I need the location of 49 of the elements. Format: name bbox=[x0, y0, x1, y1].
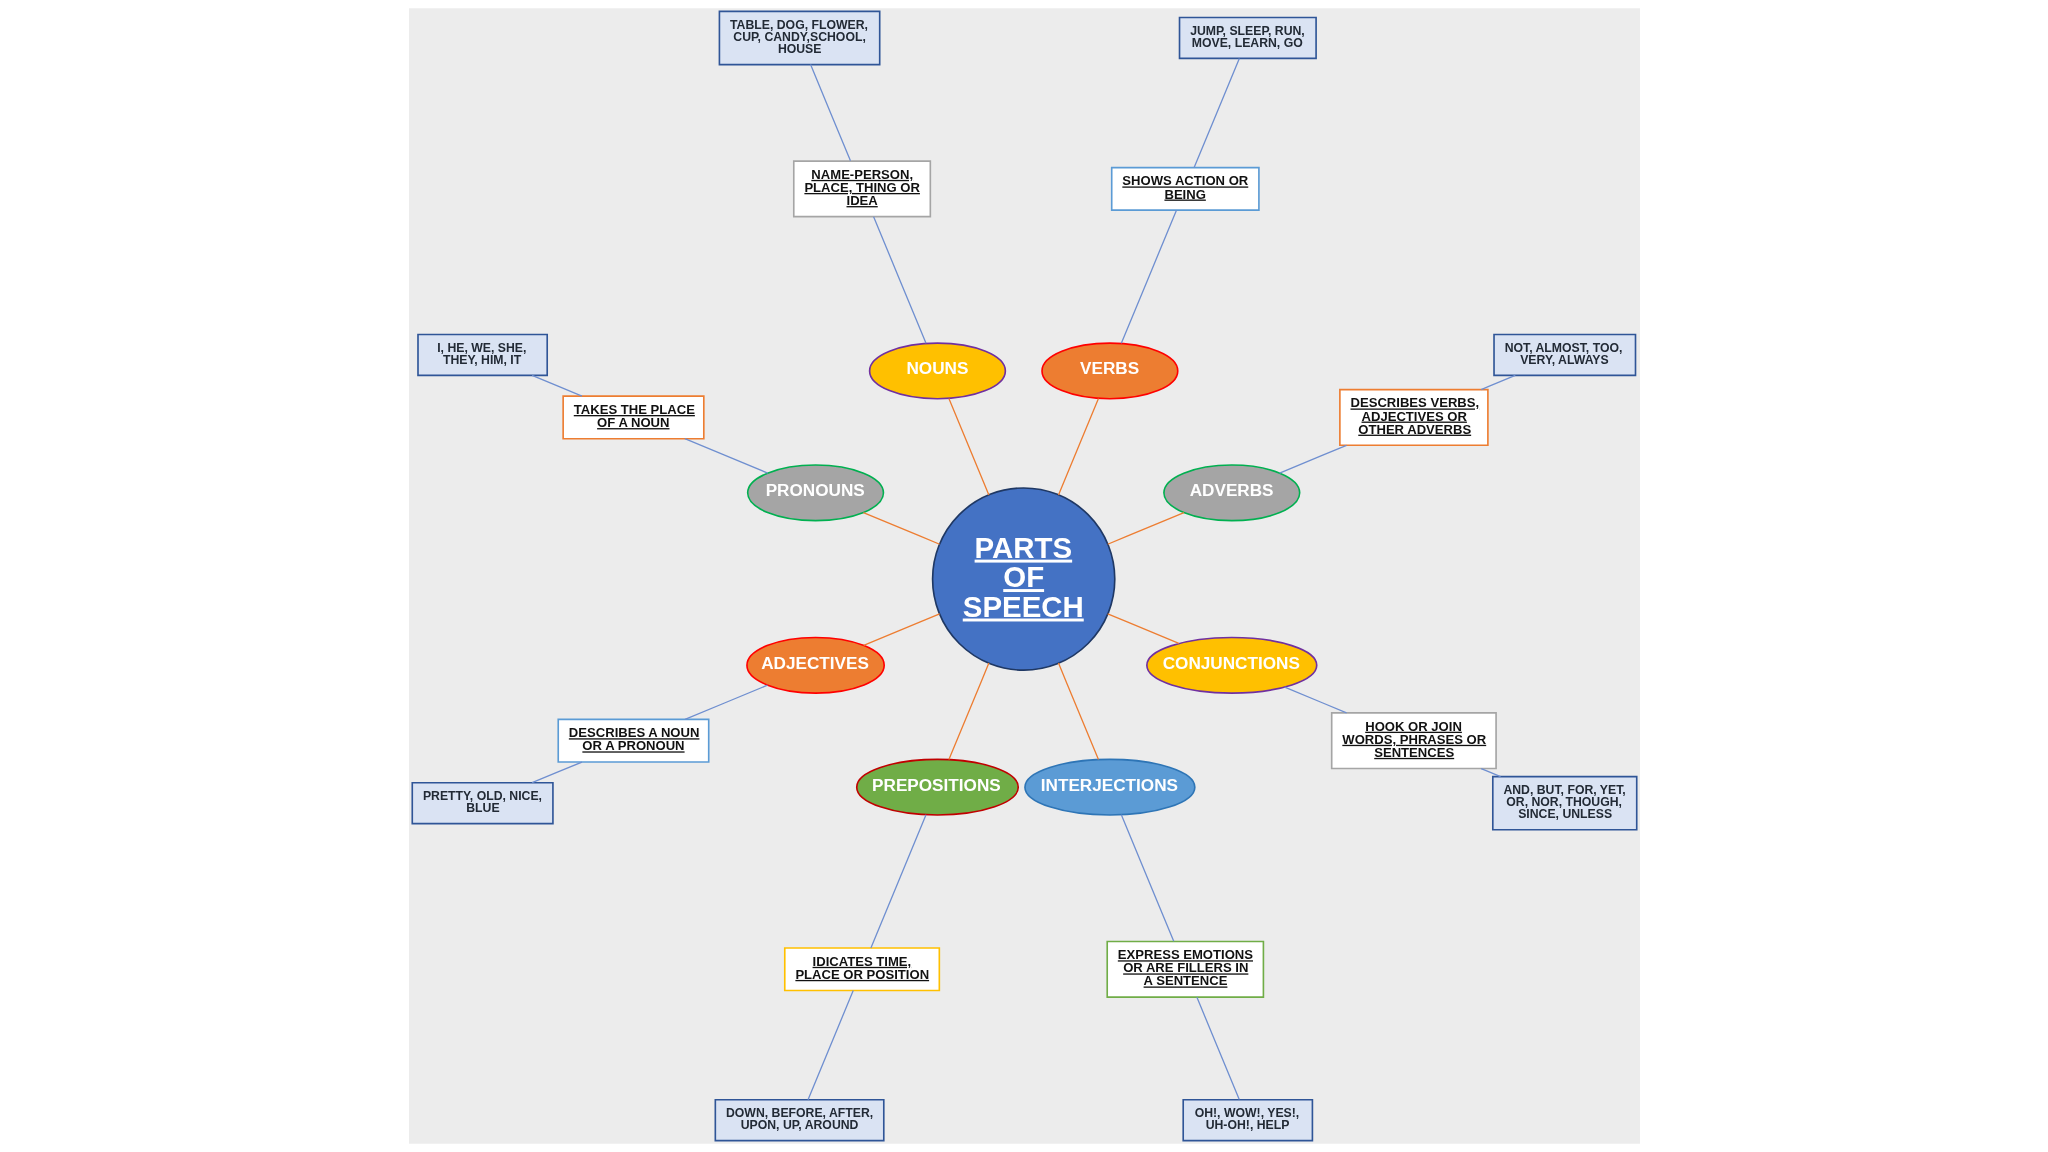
node-box: TABLE, DOG, FLOWER, CUP, CANDY,SCHOOL, HOUSE bbox=[718, 10, 881, 66]
node-box: OH!, WOW!, YES!, UH-OH!, HELP bbox=[1181, 1098, 1313, 1142]
connector bbox=[1195, 996, 1240, 1101]
connector bbox=[872, 216, 927, 344]
node-box: NAME-PERSON, PLACE, THING OR IDEA bbox=[792, 160, 931, 218]
node-box: HOOK OR JOIN WORDS, PHRASES OR SENTENCES bbox=[1330, 712, 1497, 770]
connector bbox=[683, 684, 768, 720]
node-box: PRETTY, OLD, NICE, BLUE bbox=[410, 781, 554, 825]
connector bbox=[1283, 686, 1347, 714]
node-ellipse: PREPOSITIONS bbox=[855, 758, 1019, 816]
node-ellipse: VERBS bbox=[1040, 342, 1179, 400]
connector bbox=[683, 438, 768, 474]
node-ellipse: PRONOUNS bbox=[746, 464, 884, 522]
connector bbox=[1106, 613, 1180, 644]
node-box: EXPRESS EMOTIONS OR ARE FILLERS IN A SENTENCE bbox=[1105, 940, 1264, 998]
connector bbox=[947, 397, 990, 496]
node-ellipse: INTERJECTIONS bbox=[1023, 758, 1196, 816]
node-ellipse: CONJUNCTIONS bbox=[1145, 636, 1318, 694]
connector bbox=[1120, 209, 1177, 344]
connector bbox=[809, 63, 851, 162]
node-ellipse: ADJECTIVES bbox=[745, 636, 885, 694]
connector bbox=[1192, 57, 1240, 169]
connector bbox=[1278, 444, 1347, 474]
node-box: DESCRIBES VERBS, ADJECTIVES OR OTHER ADVERBS bbox=[1338, 388, 1489, 447]
connector bbox=[530, 374, 583, 397]
connector bbox=[869, 814, 927, 949]
node-box: I, HE, WE, SHE, THEY, HIM, IT bbox=[416, 333, 548, 377]
connector bbox=[862, 613, 940, 646]
node-box: TAKES THE PLACE OF A NOUN bbox=[561, 395, 705, 440]
connector bbox=[1480, 767, 1501, 778]
connector bbox=[530, 761, 583, 784]
node-box: JUMP, SLEEP, RUN, MOVE, LEARN, GO bbox=[1178, 16, 1317, 60]
node-box: SHOWS ACTION OR BEING bbox=[1110, 166, 1260, 211]
connector bbox=[1057, 662, 1099, 761]
node-circle: PARTS OF SPEECH bbox=[931, 487, 1116, 671]
connector bbox=[862, 512, 940, 545]
node-box: IDICATES TIME, PLACE OR POSITION bbox=[783, 947, 940, 992]
connector bbox=[806, 989, 854, 1101]
node-box: AND, BUT, FOR, YET, OR, NOR, THOUGH, SINCE, UNLESS bbox=[1491, 775, 1638, 831]
node-ellipse: NOUNS bbox=[868, 342, 1006, 400]
connector bbox=[1480, 374, 1516, 391]
node-box: DESCRIBES A NOUN OR A PRONOUN bbox=[556, 718, 710, 763]
connector bbox=[1120, 814, 1174, 942]
connector bbox=[947, 662, 990, 761]
connector bbox=[1106, 512, 1185, 545]
connector bbox=[1057, 397, 1099, 496]
node-box: DOWN, BEFORE, AFTER, UPON, UP, AROUND bbox=[714, 1098, 885, 1142]
node-box: NOT, ALMOST, TOO, VERY, ALWAYS bbox=[1492, 333, 1636, 377]
node-ellipse: ADVERBS bbox=[1162, 464, 1300, 522]
